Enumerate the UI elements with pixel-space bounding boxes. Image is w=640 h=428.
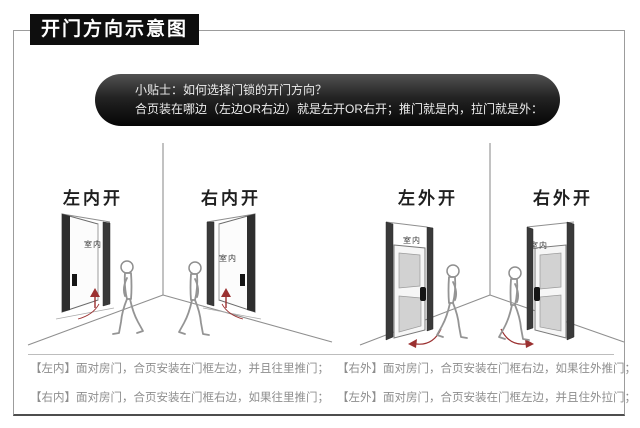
- tip-box: 小贴士：如何选择门锁的开门方向？ 合页装在哪边（左边OR右边）就是左开OR右开；…: [95, 74, 560, 126]
- doors-diagram: [27, 143, 625, 348]
- room-label-2: 室内: [219, 254, 237, 263]
- caption-left-inward: 【左内】面对房门，合页安装在门框左边，并且往里推门；: [30, 363, 329, 375]
- door-left-inward: [55, 213, 115, 320]
- page-title: 开门方向示意图: [30, 14, 200, 45]
- panel-label-left-outward: 左外开: [398, 189, 458, 208]
- door-left-outward: [385, 221, 442, 348]
- tip-line-2: 合页装在哪边（左边OR右边）就是左开OR右开；推门就是内，拉门就是外：: [135, 102, 544, 116]
- panel-label-right-inward: 右内开: [201, 189, 261, 208]
- caption-right-outward: 【右外】面对房门，合页安装在门框右边，如果往外推门；: [337, 363, 636, 375]
- panel-label-left-inward: 左内开: [63, 189, 123, 208]
- person-figure-2: [178, 261, 210, 336]
- room-label-3: 室内: [403, 236, 421, 245]
- swing-arrow-4: [500, 328, 534, 348]
- person-figure-3: [436, 264, 468, 339]
- panel-label-right-outward: 右外开: [533, 189, 593, 208]
- room-label-1: 室内: [84, 240, 102, 249]
- caption-list: 【左内】面对房门，合页安装在门框左边，并且往里推门； 【右外】面对房门，合页安装…: [30, 361, 636, 406]
- door-right-outward: [500, 221, 575, 348]
- room-label-4: 室内: [530, 241, 548, 250]
- swing-arrow-1: [77, 288, 100, 320]
- person-figure-1: [112, 260, 144, 335]
- door-right-inward: [202, 213, 262, 320]
- caption-right-inward: 【右内】面对房门，合页安装在门框右边，如果往里推门；: [30, 392, 329, 404]
- caption-separator-line: [28, 354, 614, 355]
- caption-left-outward: 【左外】面对房门，合页安装在门框左边，并且住外拉门；: [337, 392, 636, 404]
- swing-arrow-2: [221, 288, 244, 320]
- outer-border-frame: [13, 30, 625, 416]
- tip-line-1: 小贴士：如何选择门锁的开门方向？: [135, 83, 328, 97]
